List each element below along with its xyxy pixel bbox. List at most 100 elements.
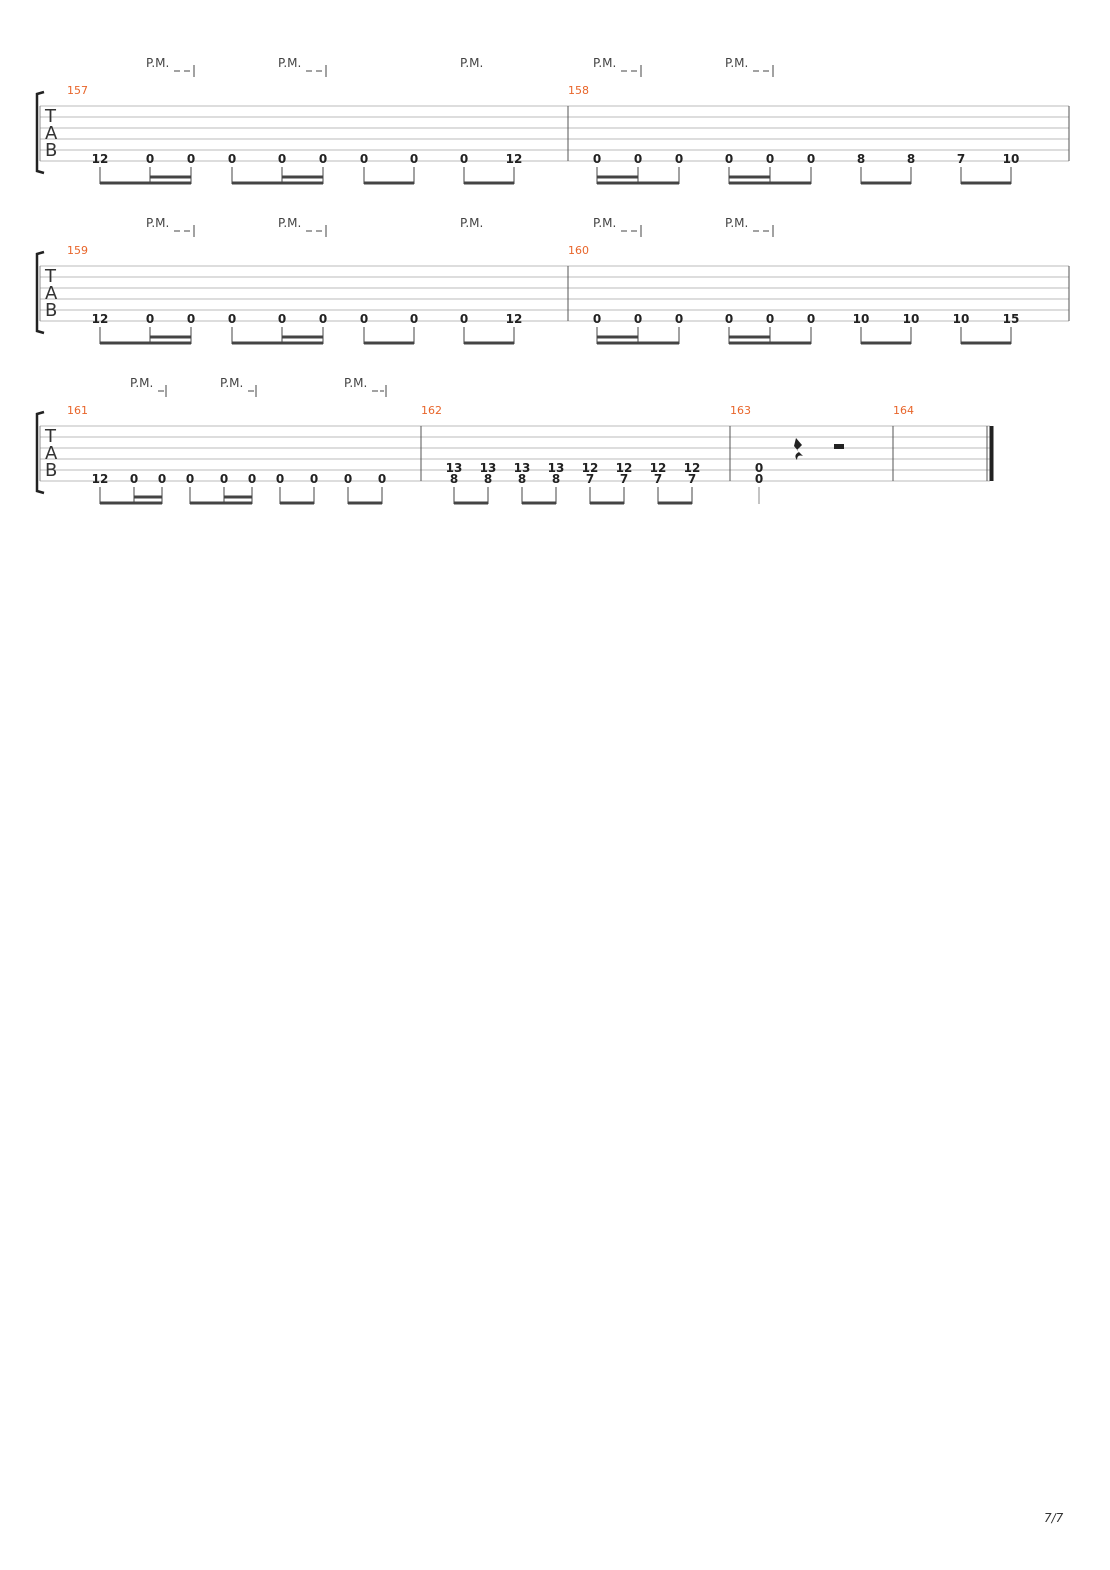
fret-number: 0 — [807, 312, 815, 326]
palm-mute: P.M. — [593, 56, 616, 70]
measure-number: 164 — [893, 404, 914, 417]
fret-numbers: 12 0 0 0 0 0 0 0 0 0 13 8 13 8 13 8 13 8… — [92, 461, 764, 486]
fret-number: 0 — [410, 152, 418, 166]
palm-mute: P.M. — [220, 376, 243, 390]
fret-number: 12 — [506, 152, 523, 166]
fret-number: 0 — [460, 312, 468, 326]
fret-number: 0 — [725, 312, 733, 326]
fret-number: 12 — [92, 152, 109, 166]
fret-number: 0 — [675, 152, 683, 166]
fret-number: 12 — [506, 312, 523, 326]
rests — [794, 438, 844, 460]
fret-number: 0 — [344, 472, 352, 486]
fret-number: 0 — [228, 152, 236, 166]
fret-number: 13 — [480, 461, 497, 475]
page-number: 7/7 — [1044, 1511, 1064, 1525]
tab-letter-t: T — [44, 266, 57, 287]
fret-number: 12 — [92, 312, 109, 326]
palm-mute: P.M. — [344, 376, 367, 390]
fret-number: 0 — [319, 152, 327, 166]
fret-number: 0 — [278, 312, 286, 326]
fret-number: 0 — [725, 152, 733, 166]
system-bracket — [35, 90, 45, 175]
fret-number: 0 — [755, 461, 763, 475]
fret-number: 13 — [514, 461, 531, 475]
palm-mute: P.M. — [146, 216, 169, 230]
fret-number: 7 — [586, 472, 594, 486]
system-3: T A B 161 162 163 164 P.M. P.M. P.M. 12 … — [35, 376, 994, 505]
palm-mute: P.M. — [725, 216, 748, 230]
fret-number: 0 — [220, 472, 228, 486]
fret-number: 0 — [319, 312, 327, 326]
fret-number: 0 — [593, 312, 601, 326]
fret-number: 0 — [378, 472, 386, 486]
fret-number: 0 — [278, 152, 286, 166]
fret-number: 0 — [130, 472, 138, 486]
fret-number: 0 — [228, 312, 236, 326]
palm-mute: P.M. — [460, 216, 483, 230]
fret-number: 0 — [807, 152, 815, 166]
fret-number: 0 — [410, 312, 418, 326]
note-beams — [99, 327, 1012, 345]
fret-number: 8 — [857, 152, 865, 166]
fret-number: 8 — [552, 472, 560, 486]
note-beams — [99, 167, 1012, 185]
tab-letter-a: A — [45, 283, 58, 304]
palm-mute: P.M. — [278, 216, 301, 230]
palm-mute-markings: P.M. P.M. P.M. P.M. P.M. — [146, 56, 774, 77]
palm-mute: P.M. — [130, 376, 153, 390]
fret-number: 7 — [957, 152, 965, 166]
tab-letter-a: A — [45, 123, 58, 144]
tab-letter-b: B — [45, 140, 57, 161]
fret-number: 10 — [853, 312, 870, 326]
palm-mute: P.M. — [278, 56, 301, 70]
palm-mute-markings: P.M. P.M. P.M. P.M. P.M. — [146, 216, 774, 237]
measure-number: 161 — [67, 404, 88, 417]
fret-number: 0 — [634, 312, 642, 326]
palm-mute-markings: P.M. P.M. P.M. — [130, 376, 387, 397]
fret-number: 0 — [248, 472, 256, 486]
measure-number: 163 — [730, 404, 751, 417]
fret-number: 0 — [158, 472, 166, 486]
fret-number: 8 — [518, 472, 526, 486]
fret-number: 7 — [654, 472, 662, 486]
fret-number: 0 — [186, 472, 194, 486]
system-bracket — [35, 410, 45, 495]
palm-mute: P.M. — [593, 216, 616, 230]
measure-number: 157 — [67, 84, 88, 97]
fret-numbers: 12 0 0 0 0 0 0 0 0 12 0 0 0 0 0 0 8 8 7 … — [92, 152, 1020, 166]
tab-letter-a: A — [45, 443, 58, 464]
measure-number: 160 — [568, 244, 589, 257]
fret-number: 12 — [582, 461, 599, 475]
tab-letter-t: T — [44, 106, 57, 127]
fret-number: 0 — [755, 472, 763, 486]
fret-numbers: 12 0 0 0 0 0 0 0 0 12 0 0 0 0 0 0 10 10 … — [92, 312, 1020, 326]
fret-number: 13 — [548, 461, 565, 475]
palm-mute: P.M. — [146, 56, 169, 70]
fret-number: 0 — [187, 312, 195, 326]
fret-number: 12 — [650, 461, 667, 475]
staff-lines — [40, 425, 990, 482]
fret-number: 12 — [616, 461, 633, 475]
fret-number: 10 — [903, 312, 920, 326]
tab-letter-b: B — [45, 300, 57, 321]
fret-number: 0 — [766, 312, 774, 326]
fret-number: 0 — [460, 152, 468, 166]
note-beams — [99, 487, 760, 505]
measure-number: 162 — [421, 404, 442, 417]
fret-number: 12 — [684, 461, 701, 475]
measure-number: 158 — [568, 84, 589, 97]
fret-number: 0 — [593, 152, 601, 166]
palm-mute: P.M. — [725, 56, 748, 70]
fret-number: 0 — [310, 472, 318, 486]
fret-number: 10 — [953, 312, 970, 326]
system-2: T A B 159 160 P.M. P.M. P.M. P.M. P.M. 1… — [35, 216, 1070, 345]
fret-number: 0 — [634, 152, 642, 166]
fret-number: 13 — [446, 461, 463, 475]
fret-number: 0 — [766, 152, 774, 166]
fret-number: 0 — [675, 312, 683, 326]
fret-number: 8 — [484, 472, 492, 486]
staff-lines — [40, 105, 1069, 162]
fret-number: 0 — [360, 152, 368, 166]
